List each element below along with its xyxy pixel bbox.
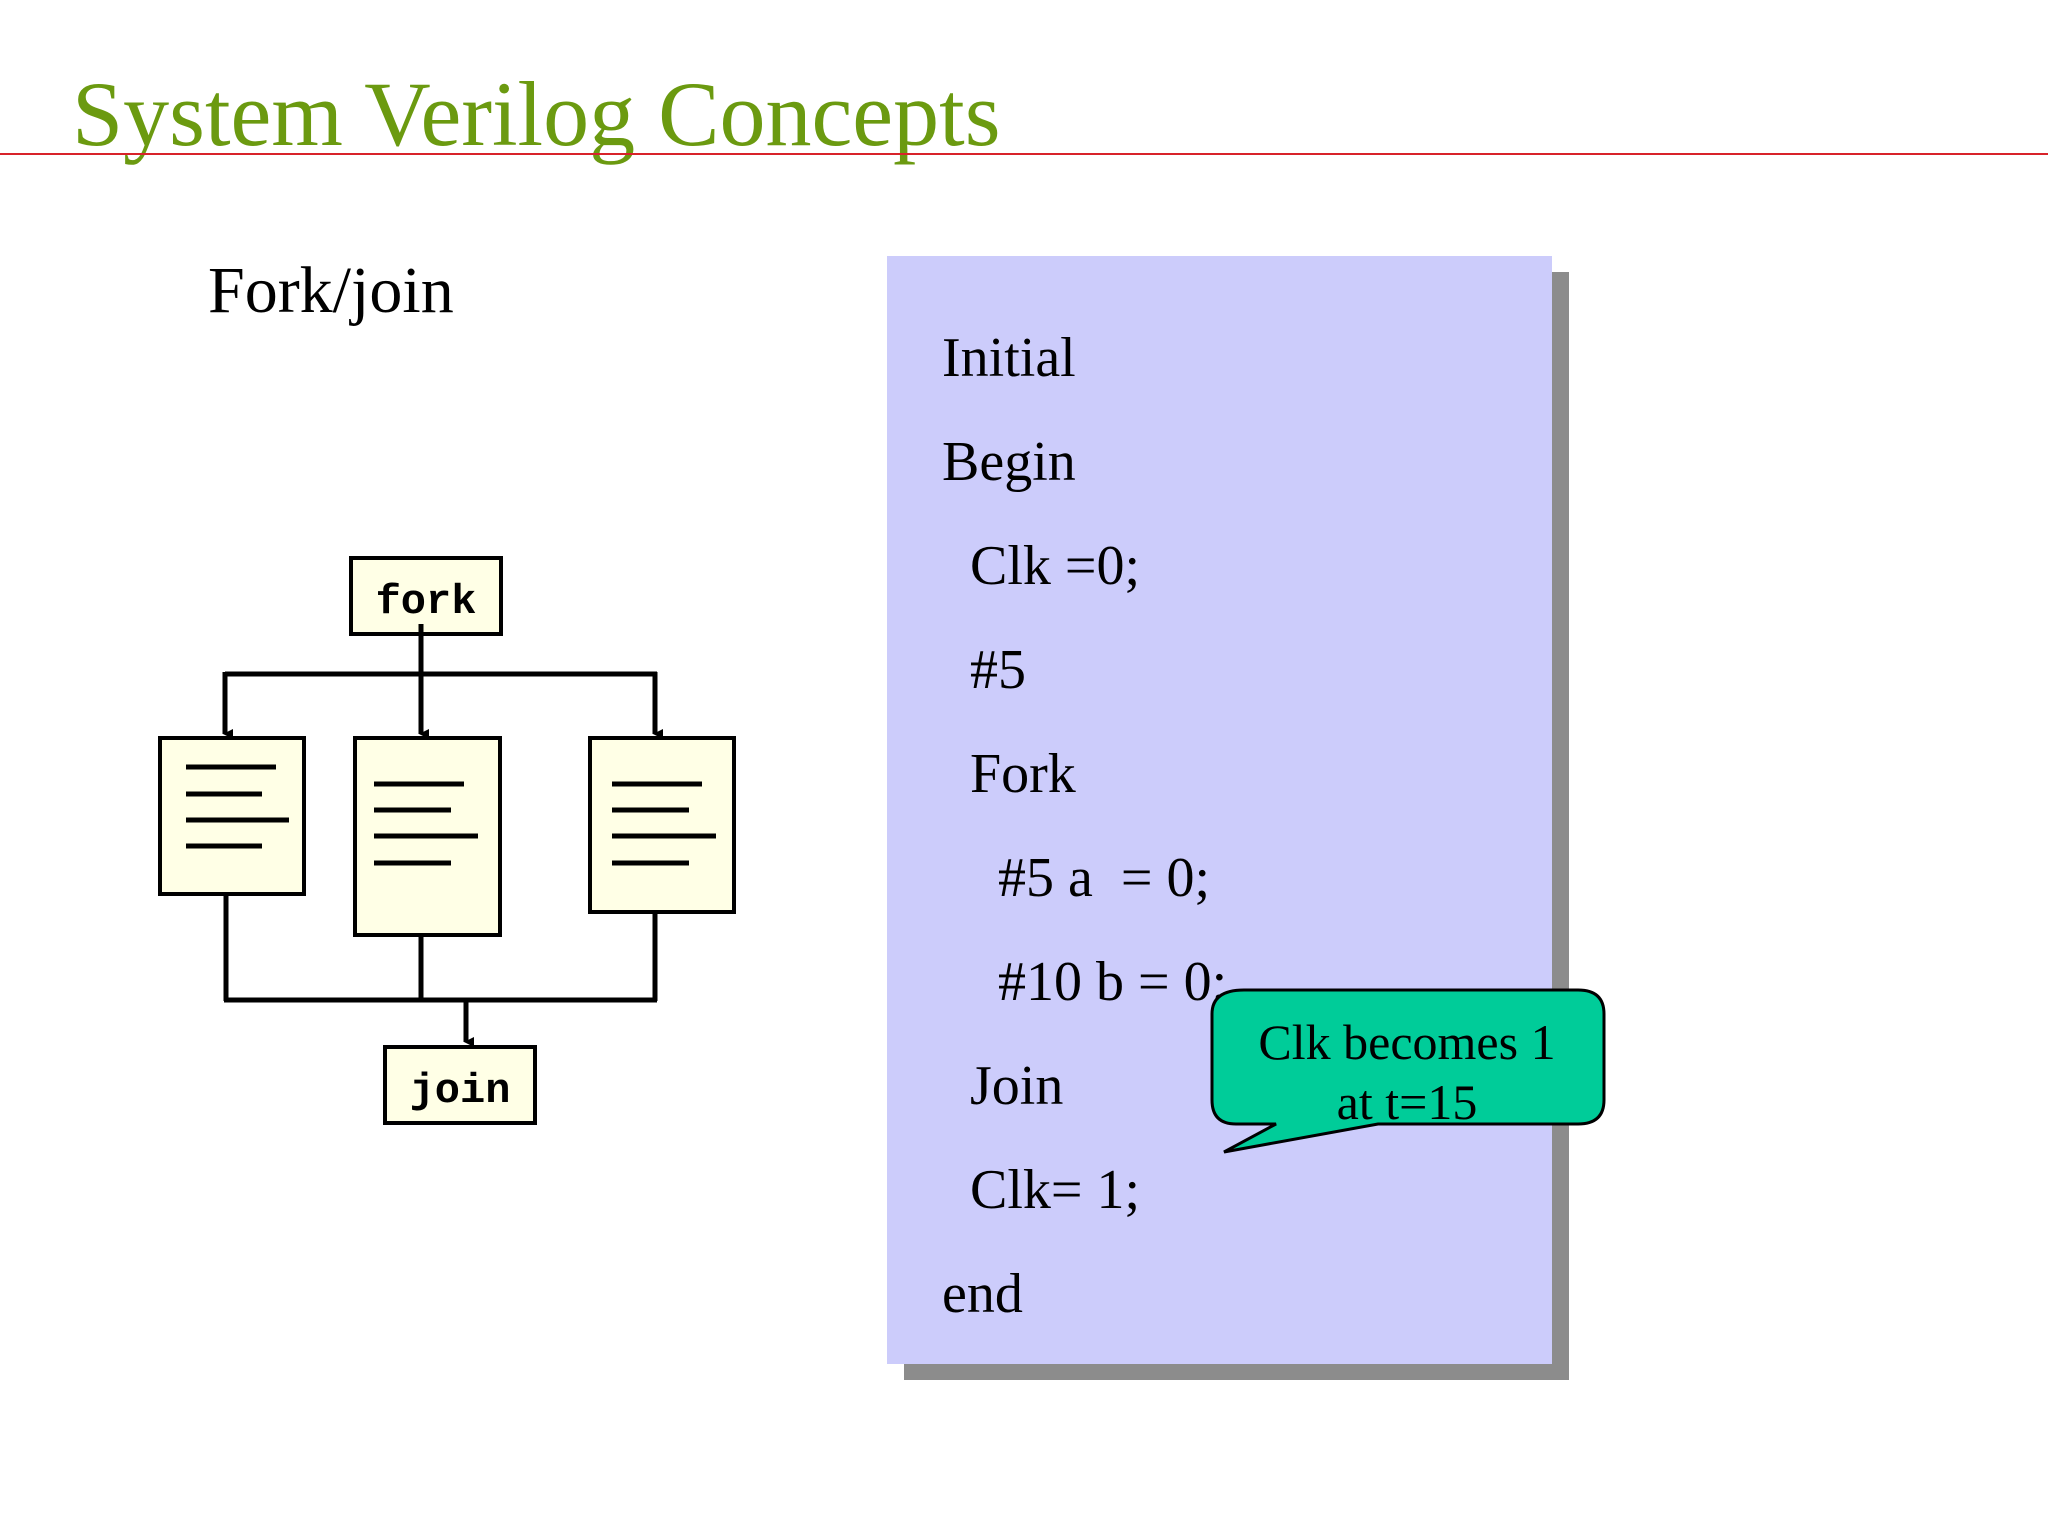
fork-box: fork <box>349 556 503 636</box>
callout-line-2: at t=15 <box>1336 1074 1478 1130</box>
code-line: end <box>942 1263 1023 1325</box>
code-line: #5 <box>942 639 1026 701</box>
fork-label: fork <box>376 578 477 626</box>
fork-connectors <box>222 624 663 739</box>
callout-line-1: Clk becomes 1 <box>1258 1014 1556 1070</box>
process-box-middle <box>353 736 502 937</box>
code-line: Initial <box>942 327 1076 389</box>
callout-text: Clk becomes 1 at t=15 <box>1212 1012 1602 1132</box>
join-connectors <box>223 894 658 1047</box>
join-box: join <box>383 1045 537 1125</box>
code-line: #5 a = 0; <box>942 847 1210 909</box>
slide-title: System Verilog Concepts <box>72 63 1001 165</box>
join-label: join <box>410 1067 511 1115</box>
code-line: Fork <box>942 743 1076 805</box>
process-box-left <box>158 736 306 896</box>
code-line: Clk =0; <box>942 535 1141 597</box>
code-panel <box>887 256 1552 1364</box>
fork-join-diagram: fork join <box>158 556 736 1125</box>
slide-subtitle: Fork/join <box>208 254 454 327</box>
callout-bubble <box>1210 988 1606 1154</box>
title-underline <box>0 153 2048 155</box>
code-line: Clk= 1; <box>942 1159 1141 1221</box>
process-box-right <box>588 736 736 914</box>
code-line: Begin <box>942 431 1076 493</box>
code-line: Join <box>942 1055 1064 1117</box>
